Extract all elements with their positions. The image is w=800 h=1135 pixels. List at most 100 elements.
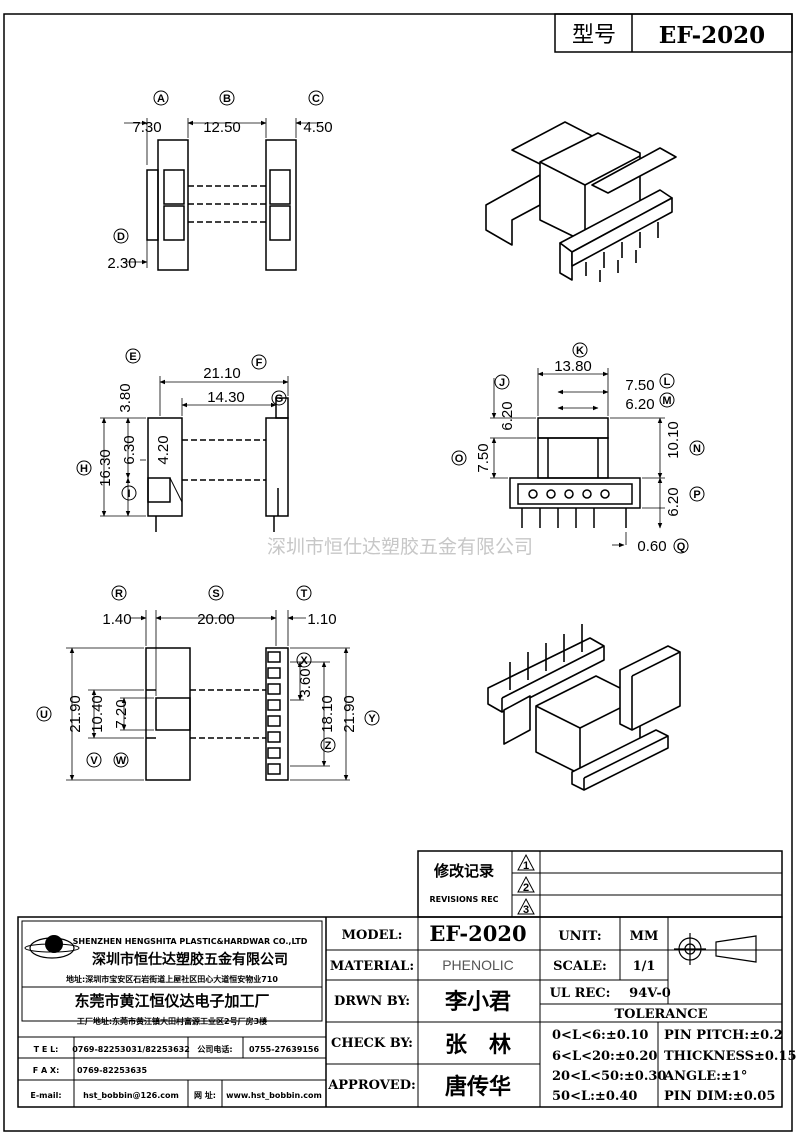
- dim-label: 21.90: [67, 695, 84, 733]
- sheet-border: [3, 13, 793, 1132]
- web-label: 网 址:: [194, 1090, 216, 1100]
- dim-label: 1.40: [102, 611, 131, 628]
- company-tel-value: 0755-27639156: [249, 1045, 320, 1054]
- dim-label: 18.10: [319, 695, 336, 733]
- tolerance-row: 50<L:±0.40: [552, 1089, 637, 1104]
- tolerance-row: 6<L<20:±0.20: [552, 1049, 657, 1064]
- dim-label: 13.80: [554, 358, 592, 375]
- tel-value: 0769-82253031/82253632: [72, 1045, 190, 1054]
- isometric-view-top: [485, 121, 677, 282]
- dim-label: 6.30: [121, 435, 138, 464]
- approved-label: APPROVED:: [327, 1078, 416, 1093]
- end-view: [490, 368, 665, 548]
- revisions-title-cn: 修改记录: [433, 862, 494, 880]
- marker-label: X: [300, 655, 308, 667]
- bottom-view-dims: 1.40 20.00 1.10 21.90 10.40 7.20 3.60 18…: [36, 585, 380, 768]
- email-value: hst_bobbin@126.com: [83, 1091, 179, 1100]
- spec-row: ANGLE:±1°: [663, 1069, 747, 1084]
- svg-text:1: 1: [523, 860, 529, 872]
- marker-label: N: [693, 443, 701, 455]
- company-address: 地址:深圳市宝安区石岩街道上屋社区田心大道恒安物业710: [66, 974, 278, 984]
- svg-text:3: 3: [523, 904, 529, 916]
- dim-label: 7.50: [475, 443, 492, 472]
- ul-rec-value: 94V-0: [629, 986, 671, 1001]
- factory-address: 工厂地址:东莞市黄江镇大田村富源工业区2号厂房3楼: [77, 1016, 267, 1026]
- dim-label: 7.50: [625, 377, 654, 394]
- fax-value: 0769-82253635: [77, 1066, 148, 1075]
- marker-label: E: [129, 351, 136, 363]
- marker-label: M: [662, 395, 671, 407]
- dim-label: 21.10: [203, 365, 241, 382]
- model-value: EF-2020: [429, 921, 526, 946]
- tolerance-row: 0<L<6:±0.10: [552, 1028, 648, 1043]
- dim-label: 14.30: [207, 389, 245, 406]
- marker-label: R: [115, 588, 123, 600]
- marker-label: T: [301, 588, 308, 600]
- dim-label: 3.60: [297, 668, 314, 697]
- email-label: E-mail:: [30, 1091, 61, 1100]
- material-value: PHENOLIC: [442, 957, 514, 973]
- company-name-cn: 深圳市恒仕达塑胶五金有限公司: [92, 951, 288, 968]
- dim-label: 16.30: [97, 449, 114, 487]
- projection-symbol-icon: [674, 933, 757, 965]
- front-view: [124, 118, 320, 271]
- dim-label: 6.20: [625, 396, 654, 413]
- bottom-view: [66, 610, 350, 781]
- svg-text:2: 2: [523, 882, 529, 894]
- company-name-en: SHENZHEN HENGSHITA PLASTIC&HARDWAR CO.,L…: [73, 937, 308, 946]
- marker-label: H: [80, 463, 88, 475]
- revisions-title-en: REVISIONS REC: [429, 895, 498, 904]
- marker-label: I: [127, 488, 130, 500]
- revision-mark: 1: [517, 853, 535, 872]
- title-block: [17, 916, 783, 1108]
- company-logo: [24, 935, 80, 959]
- marker-label: L: [664, 376, 671, 388]
- header-model-value: EF-2020: [659, 22, 765, 49]
- dim-label: 10.10: [665, 421, 682, 459]
- dim-label: 21.90: [341, 695, 358, 733]
- marker-label: P: [693, 489, 700, 501]
- dim-label: 6.20: [665, 487, 682, 516]
- drawn-by-label: DRWN BY:: [334, 994, 410, 1009]
- marker-label: D: [117, 231, 125, 243]
- scale-label: SCALE:: [553, 959, 607, 974]
- dim-label: 10.40: [89, 695, 106, 733]
- marker-label: F: [256, 357, 263, 369]
- dim-label: 4.50: [303, 119, 332, 136]
- check-by-label: CHECK BY:: [331, 1036, 413, 1051]
- approved-value: 唐传华: [445, 1074, 511, 1100]
- marker-label: O: [455, 453, 464, 465]
- ul-rec-label: UL REC:: [550, 986, 611, 1001]
- tel-label: T E L:: [34, 1045, 59, 1054]
- side-view: [100, 376, 289, 532]
- dim-label: 12.50: [203, 119, 241, 136]
- marker-label: S: [212, 588, 219, 600]
- web-value: www.hst_bobbin.com: [226, 1091, 322, 1100]
- dim-label: 1.10: [307, 611, 336, 628]
- spec-row: THICKNESS±0.15: [664, 1049, 797, 1064]
- dim-label: 3.80: [117, 383, 134, 412]
- revisions-table: 修改记录 REVISIONS REC 1 2 3: [417, 850, 783, 918]
- dim-label: 20.00: [197, 611, 235, 628]
- company-tel-label: 公司电话:: [197, 1044, 232, 1054]
- check-by-value: 张 林: [445, 1032, 511, 1058]
- material-label: MATERIAL:: [330, 959, 414, 974]
- marker-label: B: [223, 93, 231, 105]
- marker-label: A: [157, 93, 165, 105]
- front-view-dims: 7.30 12.50 4.50 2.30 A B C D: [107, 90, 333, 272]
- spec-row: PIN DIM:±0.05: [664, 1089, 775, 1104]
- dim-label: 4.20: [155, 435, 172, 464]
- header-model-label: 型号: [572, 23, 616, 48]
- dim-label: 6.20: [499, 401, 516, 430]
- header-model-box: 型号 EF-2020: [554, 13, 793, 53]
- fax-label: F A X:: [33, 1066, 60, 1075]
- revision-mark: 2: [517, 875, 535, 894]
- dim-label: 7.20: [113, 699, 130, 728]
- tolerance-row: 20<L<50:±0.30: [552, 1069, 666, 1084]
- dim-label: 2.30: [107, 255, 136, 272]
- marker-label: K: [576, 345, 584, 357]
- model-label: MODEL:: [342, 928, 403, 943]
- isometric-view-bottom: [487, 624, 681, 791]
- marker-label: Y: [368, 713, 376, 725]
- end-view-dims: 13.80 7.50 6.20 6.20 7.50 10.10 6.20 0.6…: [451, 342, 705, 555]
